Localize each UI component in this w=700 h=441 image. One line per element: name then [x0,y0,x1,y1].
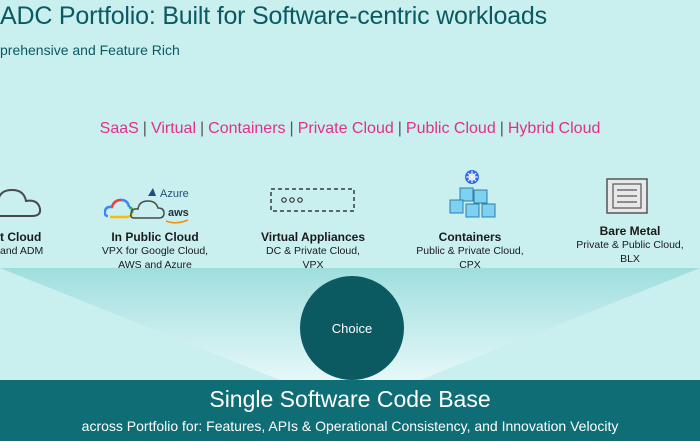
footer-banner: Single Software Code Base across Portfol… [0,380,700,441]
column-description-line1: Private & Public Cloud, [576,239,684,251]
column-heading: Containers [438,230,502,244]
aws-label: aws [168,207,189,219]
deploy-option-containers: Containers [208,120,286,137]
column-heading: Virtual Appliances [260,230,366,244]
cloud-icon [0,182,46,222]
column-description: and ADM [0,245,44,257]
column-heading: t Cloud [0,230,42,244]
server-icon [606,178,648,214]
separator: | [200,120,205,137]
slide-subtitle: prehensive and Feature Rich [0,42,180,58]
footer-subtitle: across Portfolio for: Features, APIs & O… [81,418,619,434]
choice-circle: Choice [300,276,404,380]
containers-icon [444,168,500,226]
column-heading: In Public Cloud [111,230,199,244]
deployment-options: SaaS|Virtual|Containers|Private Cloud|Pu… [0,120,700,138]
column-description-line2: AWS and Azure [118,259,192,271]
footer-title: Single Software Code Base [209,386,491,412]
choice-label: Choice [331,320,373,336]
deploy-option-public-cloud: Public Cloud [405,120,496,137]
column-bare-metal: Bare Metal Private & Public Cloud, BLX [560,224,700,266]
column-description-line2: BLX [620,253,640,265]
column-saas: t Cloud and ADM [0,230,60,258]
separator: | [397,120,402,137]
azure-label: Azure [160,188,189,200]
slide-title: ADC Portfolio: Built for Software-centri… [0,2,547,30]
column-heading: Bare Metal [599,224,661,238]
separator: | [499,120,504,137]
public-cloud-logos-icon [103,186,200,226]
column-containers: Containers Public & Private Cloud, CPX [395,230,545,272]
column-description-line2: VPX [302,259,324,271]
deploy-option-private-cloud: Private Cloud [297,120,394,137]
column-description-line1: VPX for Google Cloud, [101,245,209,257]
deploy-option-saas: SaaS [99,120,139,137]
column-public-cloud: In Public Cloud VPX for Google Cloud, AW… [80,230,230,272]
deploy-option-virtual: Virtual [150,120,196,137]
deploy-option-hybrid-cloud: Hybrid Cloud [507,120,601,137]
virtual-appliance-icon [270,186,356,214]
column-virtual-appliances: Virtual Appliances DC & Private Cloud, V… [238,230,388,272]
column-description-line1: DC & Private Cloud, [266,245,360,257]
column-description-line2: CPX [459,259,481,271]
column-description-line1: Public & Private Cloud, [416,245,524,257]
separator: | [142,120,147,137]
separator: | [289,120,294,137]
